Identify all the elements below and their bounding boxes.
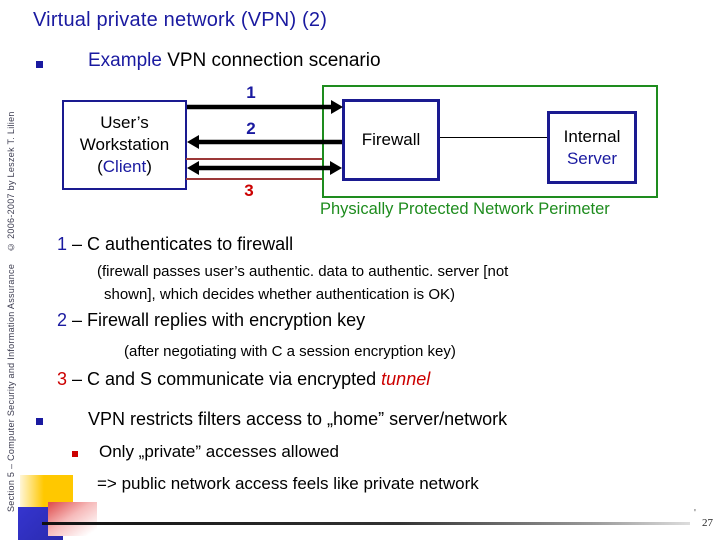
arrow-2-icon bbox=[187, 135, 342, 149]
paren-open: ( bbox=[97, 157, 103, 177]
client-box-line2: Workstation bbox=[79, 134, 170, 154]
client-box-line3: (Client) bbox=[97, 156, 152, 178]
arrow-3-icon bbox=[187, 161, 342, 175]
paren-close: ) bbox=[146, 157, 152, 177]
step-3-text: – C and S communicate via encrypted bbox=[67, 369, 382, 389]
step-2-line: 2 – Firewall replies with encryption key bbox=[57, 310, 365, 331]
page-title: Virtual private network (VPN) (2) bbox=[33, 9, 328, 31]
lead-bullet-emphasis: Example bbox=[88, 50, 162, 71]
footer-divider-line bbox=[42, 522, 690, 525]
step-1-note-line2: shown], which decides whether authentica… bbox=[104, 286, 456, 303]
arrows-graphic bbox=[186, 100, 343, 180]
bullet-square-icon bbox=[36, 61, 43, 68]
server-label-line1: Internal bbox=[563, 127, 621, 147]
public-network-text: => public network access feels like priv… bbox=[97, 474, 479, 493]
footer-tick-mark: ' bbox=[694, 508, 696, 519]
lead-bullet-text: Example VPN connection scenario bbox=[88, 50, 381, 72]
deco-pink-square bbox=[48, 502, 97, 536]
lead-bullet-rest: VPN connection scenario bbox=[161, 50, 381, 71]
sub-bullet-square-icon bbox=[72, 451, 78, 457]
internal-server-box: Internal Server bbox=[547, 111, 637, 184]
firewall-server-connector-line bbox=[440, 137, 547, 138]
only-private-text: Only „private” accesses allowed bbox=[99, 442, 339, 461]
firewall-box: Firewall bbox=[342, 99, 440, 181]
client-workstation-box: User’s Workstation (Client) bbox=[62, 100, 187, 190]
firewall-label: Firewall bbox=[361, 130, 421, 149]
step-2-note: (after negotiating with C a session encr… bbox=[124, 343, 456, 360]
step-2-text: – Firewall replies with encryption key bbox=[67, 310, 366, 330]
step-3-number: 3 bbox=[57, 369, 68, 389]
sidebar-section-label: Section 5 – Computer Security and Inform… bbox=[6, 263, 16, 512]
vpn-restricts-text: VPN restricts filters access to „home” s… bbox=[88, 409, 508, 429]
step-2-number: 2 bbox=[57, 310, 68, 330]
client-box-line1: User’s bbox=[100, 112, 149, 132]
arrow-1-label: 1 bbox=[246, 83, 256, 102]
sidebar-copyright: © 2006-2007 by Leszek T. Lilien bbox=[6, 111, 16, 252]
perimeter-label: Physically Protected Network Perimeter bbox=[320, 200, 610, 218]
step-3-line: 3 – C and S communicate via encrypted tu… bbox=[57, 369, 430, 390]
bullet-square-icon bbox=[36, 418, 43, 425]
page-number: 27 bbox=[702, 517, 713, 529]
step-3-tunnel-emphasis: tunnel bbox=[381, 369, 431, 389]
step-1-line: 1 – C authenticates to firewall bbox=[57, 234, 293, 255]
arrow-2-label: 2 bbox=[246, 119, 256, 138]
step-1-text: – C authenticates to firewall bbox=[67, 234, 294, 254]
arrow-1-icon bbox=[187, 100, 343, 114]
step-1-number: 1 bbox=[57, 234, 68, 254]
server-label-line2: Server bbox=[566, 148, 618, 168]
arrow-3-label: 3 bbox=[244, 181, 254, 200]
step-1-note-line1: (firewall passes user’s authentic. data … bbox=[97, 263, 509, 280]
client-label: Client bbox=[102, 157, 147, 177]
